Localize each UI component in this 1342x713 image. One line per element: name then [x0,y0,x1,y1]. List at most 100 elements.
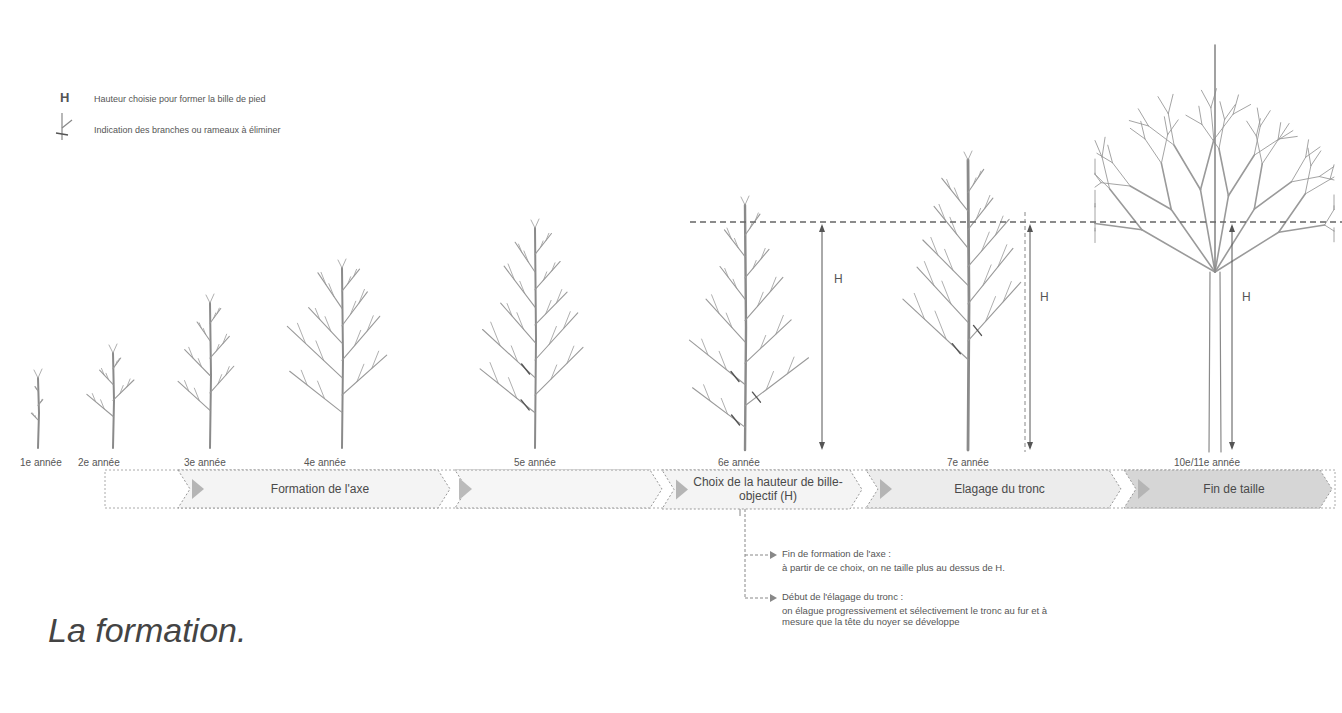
branch [727,228,731,239]
branch [540,241,543,247]
note-text: Début de l'élagage du tronc : [780,591,905,602]
branch [942,178,968,211]
branch [480,369,535,413]
tree [1095,45,1334,452]
branch [702,339,708,355]
branch [947,180,951,190]
branch [1311,151,1321,166]
branch [1278,123,1281,140]
branch [745,249,769,277]
branch [1201,190,1216,272]
branch [116,361,118,365]
branch [508,264,514,280]
trunk [745,205,746,450]
stage-text: Elagage du tronc [954,482,1045,496]
branch [1161,163,1171,209]
branch [567,346,574,363]
branch [973,178,976,185]
height-arrow [822,226,823,448]
branch [101,400,105,409]
branch [1334,231,1335,242]
leader-branch [1214,45,1216,272]
branch [721,398,727,414]
branch [745,196,749,205]
branch [194,388,199,401]
branch [982,232,990,251]
branch [87,394,113,416]
cut-mark [522,364,530,374]
tree [178,294,234,448]
branch [355,330,361,345]
cut-mark [952,344,960,354]
branch [342,269,360,291]
branch [519,244,522,252]
branch [968,151,972,160]
height-label: H [58,90,71,106]
branch [543,272,546,280]
branch [348,277,351,284]
note-text: on élague progressivement et sélectiveme… [780,605,1054,628]
legend-symbols [56,113,72,140]
branch [127,379,130,387]
legend-cut-mark [56,133,68,135]
branch [198,359,201,367]
branch [931,237,938,255]
legend-text: Indication des branches ou rameaux à éli… [92,125,283,136]
branch [189,347,193,358]
branch [329,284,334,297]
trunk [1220,272,1221,452]
branch [38,400,43,406]
branch [1219,120,1225,149]
branch [1174,145,1200,190]
branch [1199,106,1202,124]
branch [507,304,512,317]
height-line [690,221,1342,222]
branch [968,248,1013,304]
branch [551,365,557,379]
branch [1108,145,1113,163]
branch [338,260,342,268]
branch [719,351,726,369]
stage-text: Choix de la hauteur de bille-objectif (H… [692,475,844,504]
branch [342,316,380,360]
branch [1168,94,1173,113]
branch [745,277,783,320]
branch [39,402,41,404]
branch [1308,148,1311,166]
branch [787,357,794,374]
branch [32,413,34,415]
branch [203,328,205,334]
branch [357,364,364,381]
chevron-outline [662,470,862,509]
chevron-outline [1124,470,1332,508]
branch [226,367,229,375]
branch [968,169,984,192]
branch [309,308,342,343]
branch [1164,117,1167,135]
branch [1095,183,1101,187]
tree [903,151,1021,450]
stage-chevron: Formation de l'axe [178,470,450,508]
leader-line [745,555,770,556]
branch [1145,139,1161,163]
branch [210,294,214,303]
timeline-band [105,470,1335,508]
branch [535,234,551,255]
branch [120,385,123,393]
year-label: 6e année [716,457,762,469]
leader-arrowhead [770,594,777,602]
branch [998,245,1007,267]
chevron-marker [459,478,472,500]
branch [508,378,516,399]
branch [985,195,990,208]
branch [1278,131,1293,140]
branch [1325,210,1334,225]
branch [342,355,387,395]
branch [1095,223,1142,229]
branch [178,381,210,410]
legend-branch-line [62,120,72,128]
branch [755,213,758,221]
stage-chevron: Elagage du tronc [866,470,1121,508]
year-label: 3e année [182,457,228,469]
